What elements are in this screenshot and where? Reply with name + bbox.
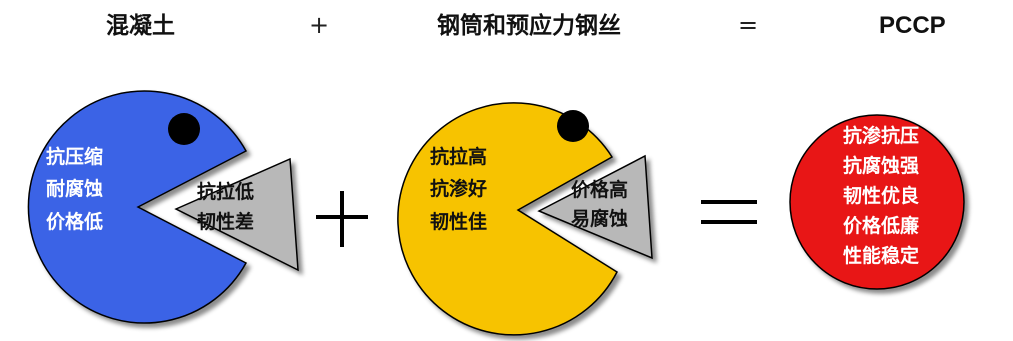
steel-pacman-eye (557, 110, 589, 142)
steel-line-3: 韧性佳 (430, 210, 487, 233)
header-pccp: PCCP (879, 12, 946, 39)
pccp-line-1: 抗渗抗压 (843, 124, 919, 147)
concrete-circle (27, 90, 248, 324)
concrete-pacman-body (27, 90, 248, 324)
concrete-wedge-line-1: 抗拉低 (197, 180, 254, 203)
equals-sign (701, 200, 757, 224)
concrete-wedge-line-2: 韧性差 (197, 210, 254, 233)
concrete-line-1: 抗压缩 (46, 145, 103, 168)
concrete-line-3: 价格低 (46, 210, 103, 233)
concrete-line-2: 耐腐蚀 (46, 177, 103, 200)
header-steel: 钢筒和预应力钢丝 (437, 12, 621, 39)
pccp-circle-body (789, 114, 965, 290)
steel-wedge-line-2: 易腐蚀 (571, 207, 628, 230)
concrete-wedge (174, 157, 299, 272)
concrete-pacman-eye (168, 113, 200, 145)
pccp-line-5: 性能稳定 (843, 244, 919, 267)
steel-line-1: 抗拉高 (430, 145, 487, 168)
pccp-line-4: 价格低廉 (843, 214, 919, 237)
pccp-line-3: 韧性优良 (843, 184, 919, 207)
pccp-circle (789, 114, 965, 290)
header-concrete: 混凝土 (106, 12, 175, 39)
steel-wedge (537, 154, 653, 260)
pccp-line-2: 抗腐蚀强 (843, 154, 919, 177)
header-plus: + (309, 11, 329, 39)
steel-wedge-line-1: 价格高 (571, 178, 628, 201)
steel-circle (397, 102, 618, 336)
steel-pacman-body (397, 102, 618, 336)
header-equals: = (738, 11, 758, 39)
steel-line-2: 抗渗好 (430, 177, 487, 200)
plus-sign (316, 191, 368, 247)
